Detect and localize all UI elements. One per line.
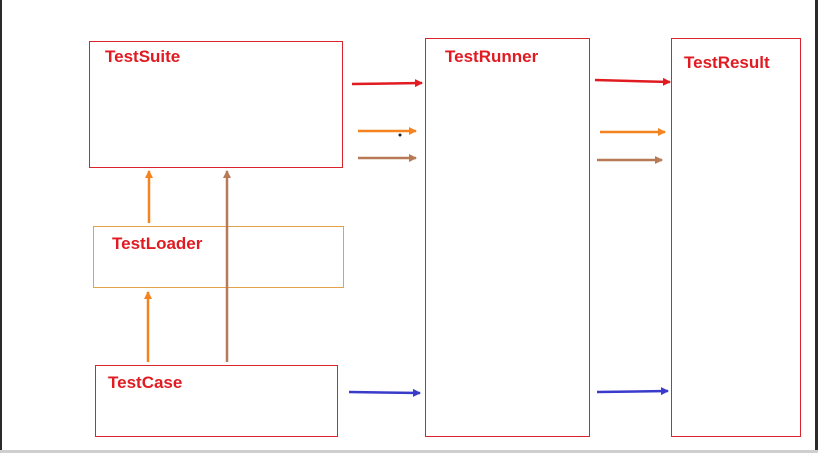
window-border-bottom <box>0 450 818 453</box>
testresult-label: TestResult <box>684 53 770 72</box>
testloader-box: TestLoader <box>93 226 344 288</box>
arrow-runner-result-red <box>594 77 671 86</box>
testresult-box: TestResult <box>671 38 801 437</box>
arrow-suite-runner-red <box>351 79 423 88</box>
testcase-box: TestCase <box>95 365 338 437</box>
arrow-case-runner-blue <box>348 388 421 397</box>
testcase-label: TestCase <box>108 373 183 392</box>
testrunner-label: TestRunner <box>445 47 539 66</box>
testsuite-box: TestSuite <box>89 41 343 168</box>
cursor-dot <box>398 133 402 137</box>
testloader-label: TestLoader <box>112 234 203 253</box>
window-border-right <box>815 0 818 453</box>
testrunner-box: TestRunner <box>425 38 590 437</box>
testsuite-label: TestSuite <box>105 47 181 66</box>
arrow-runner-result-blue <box>596 387 669 396</box>
window-border-left <box>0 0 2 453</box>
